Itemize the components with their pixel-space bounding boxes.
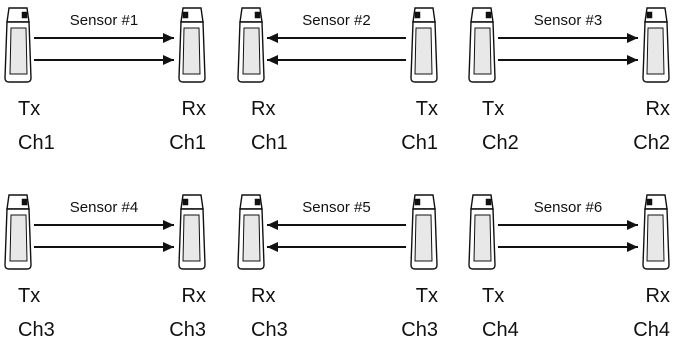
right-role-label: Rx [182, 285, 206, 307]
arrowhead [627, 242, 638, 252]
left-role-label: Tx [18, 285, 40, 307]
left-role-label: Tx [482, 98, 504, 120]
arrowhead [627, 55, 638, 65]
device-window [646, 198, 653, 206]
device-lens [646, 214, 665, 262]
sensor-label: Sensor #1 [70, 12, 138, 29]
device-lens [646, 27, 665, 75]
left-device-icon [4, 194, 32, 270]
device-lens [473, 27, 492, 75]
beam-arrow-upper [34, 33, 174, 43]
right-device-icon [642, 194, 670, 270]
left-role-label: Rx [251, 285, 275, 307]
beam-arrow-upper [267, 220, 406, 230]
left-device-icon [237, 7, 265, 83]
device-window [182, 11, 189, 19]
device-window [182, 198, 189, 206]
right-channel-label: Ch3 [169, 319, 206, 341]
left-channel-label: Ch3 [251, 319, 288, 341]
left-device-icon [468, 7, 496, 83]
device-lens [414, 27, 433, 75]
device-lens [182, 27, 201, 75]
right-device-icon [410, 7, 438, 83]
left-device-icon [237, 194, 265, 270]
left-role-label: Rx [251, 98, 275, 120]
left-role-label: Tx [482, 285, 504, 307]
device-lens [242, 214, 261, 262]
sensor-label: Sensor #4 [70, 199, 138, 216]
device-window [646, 11, 653, 19]
device-window [414, 11, 421, 19]
right-role-label: Rx [182, 98, 206, 120]
left-channel-label: Ch4 [482, 319, 519, 341]
sensor-label: Sensor #2 [302, 12, 370, 29]
beam-arrow-lower [498, 55, 638, 65]
beam-arrow-upper [498, 220, 638, 230]
device-lens [9, 214, 28, 262]
beam-arrow-upper [34, 220, 174, 230]
arrowhead [267, 33, 278, 43]
left-channel-label: Ch3 [18, 319, 55, 341]
device-window [254, 11, 261, 19]
beam-arrow-upper [267, 33, 406, 43]
right-channel-label: Ch1 [401, 132, 438, 154]
beam-arrow-lower [267, 242, 406, 252]
right-device-icon [642, 7, 670, 83]
sensor-label: Sensor #5 [302, 199, 370, 216]
beam-arrow-lower [34, 242, 174, 252]
beam-arrow-upper [498, 33, 638, 43]
beam-arrow-lower [498, 242, 638, 252]
device-lens [473, 214, 492, 262]
device-window [414, 198, 421, 206]
left-role-label: Tx [18, 98, 40, 120]
sensor-label: Sensor #6 [534, 199, 602, 216]
device-window [254, 198, 261, 206]
right-channel-label: Ch2 [633, 132, 670, 154]
arrowhead [267, 220, 278, 230]
right-device-icon [410, 194, 438, 270]
sensor-label: Sensor #3 [534, 12, 602, 29]
right-channel-label: Ch3 [401, 319, 438, 341]
left-channel-label: Ch2 [482, 132, 519, 154]
arrowhead [627, 33, 638, 43]
right-device-icon [178, 194, 206, 270]
beam-arrow-lower [267, 55, 406, 65]
device-window [485, 198, 492, 206]
arrowhead [163, 242, 174, 252]
right-role-label: Rx [646, 285, 670, 307]
arrowhead [163, 33, 174, 43]
right-channel-label: Ch1 [169, 132, 206, 154]
arrowhead [163, 220, 174, 230]
arrowhead [267, 55, 278, 65]
left-device-icon [4, 7, 32, 83]
right-role-label: Rx [646, 98, 670, 120]
arrowhead [267, 242, 278, 252]
right-channel-label: Ch4 [633, 319, 670, 341]
arrowhead [163, 55, 174, 65]
device-lens [242, 27, 261, 75]
arrowhead [627, 220, 638, 230]
right-role-label: Tx [416, 285, 438, 307]
left-channel-label: Ch1 [18, 132, 55, 154]
device-lens [414, 214, 433, 262]
left-channel-label: Ch1 [251, 132, 288, 154]
device-window [485, 11, 492, 19]
device-lens [9, 27, 28, 75]
device-lens [182, 214, 201, 262]
device-window [21, 198, 28, 206]
device-window [21, 11, 28, 19]
right-device-icon [178, 7, 206, 83]
left-device-icon [468, 194, 496, 270]
beam-arrow-lower [34, 55, 174, 65]
right-role-label: Tx [416, 98, 438, 120]
